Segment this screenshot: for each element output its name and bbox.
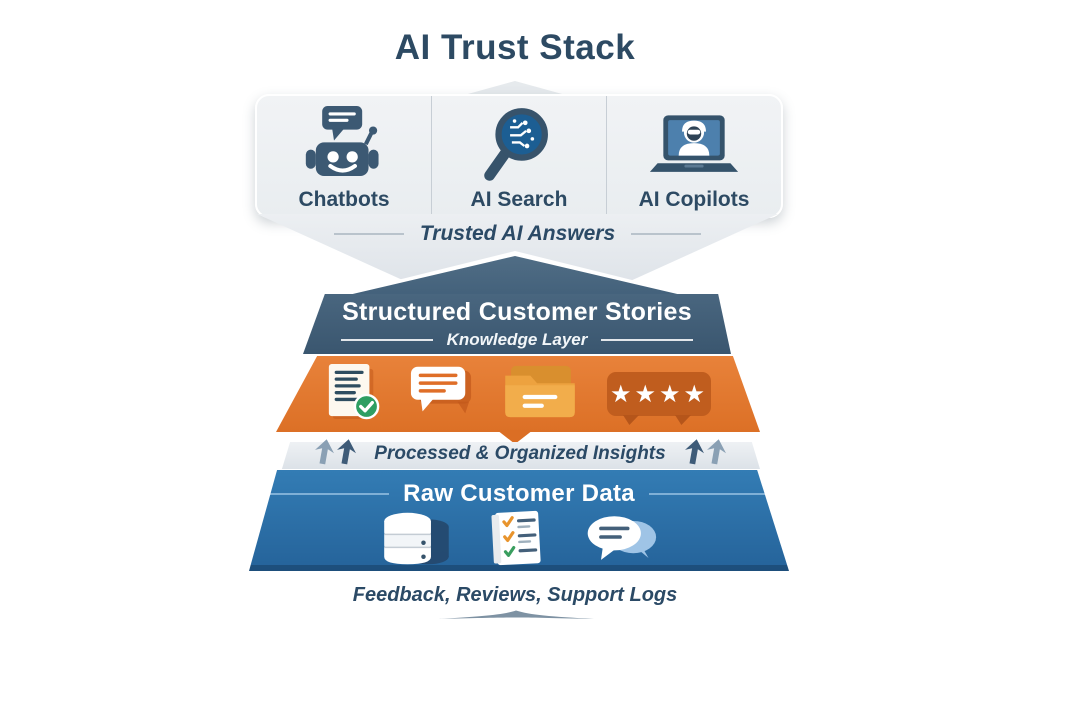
star-badge-tail bbox=[675, 415, 691, 425]
ai-copilot-icon bbox=[648, 105, 740, 187]
knowledge-band-subtitle: Knowledge Layer bbox=[446, 330, 588, 349]
panel-item-ai-search: AI Search bbox=[431, 96, 606, 216]
up-arrow-icon bbox=[315, 438, 335, 464]
blue-band-bottom-shadow bbox=[249, 565, 789, 571]
raw-band-title: Raw Customer Data bbox=[403, 480, 635, 507]
raw-band-title-row: Raw Customer Data bbox=[257, 480, 781, 508]
separator-line-right bbox=[648, 493, 781, 495]
ai-search-icon bbox=[480, 105, 558, 187]
diagram-title: AI Trust Stack bbox=[394, 28, 636, 67]
insights-strip-background bbox=[281, 442, 760, 469]
star-rating-icon: ★★★★ bbox=[607, 372, 711, 425]
data-sources-label: Feedback, Reviews, Support Logs bbox=[352, 584, 678, 606]
database-icon bbox=[380, 510, 452, 571]
checklist-icon bbox=[488, 510, 546, 571]
knowledge-subtitle-row: Knowledge Layer bbox=[340, 330, 694, 350]
up-arrow-icon bbox=[337, 438, 357, 464]
separator-line-right bbox=[631, 233, 702, 235]
organized-insights-band: ★★★★ bbox=[276, 356, 760, 432]
knowledge-layer-band: Structured Customer Stories Knowledge La… bbox=[303, 294, 731, 354]
insights-strip-label: Processed & Organized Insights bbox=[374, 443, 666, 464]
knowledge-band-title: Structured Customer Stories bbox=[342, 298, 692, 326]
folder-icon bbox=[501, 364, 579, 425]
trusted-answers-row: Trusted AI Answers bbox=[257, 222, 778, 246]
up-arrow-icon bbox=[684, 438, 704, 464]
raw-customer-data-band: Raw Customer Data bbox=[249, 470, 789, 571]
chatbots-label: Chatbots bbox=[298, 188, 390, 211]
raw-band-icons-row bbox=[380, 510, 658, 571]
trusted-answers-label: Trusted AI Answers bbox=[419, 222, 616, 245]
separator-line-left bbox=[333, 233, 404, 235]
panel-item-ai-copilots: AI Copilots bbox=[606, 96, 781, 216]
ai-applications-panel: Chatbots AI Search bbox=[255, 94, 783, 218]
separator-line-left bbox=[257, 493, 390, 495]
chatbot-robot-icon bbox=[302, 105, 386, 187]
panel-item-chatbots: Chatbots bbox=[257, 96, 431, 216]
ai-search-label: AI Search bbox=[470, 188, 568, 211]
star-rating-value: ★★★★ bbox=[609, 380, 709, 408]
chat-bubbles-icon bbox=[582, 512, 658, 571]
star-badge-tail bbox=[623, 415, 639, 425]
insights-strip: Processed & Organized Insights bbox=[280, 438, 760, 469]
separator-line-left bbox=[340, 339, 433, 341]
up-arrow-icon bbox=[706, 438, 726, 464]
verified-document-icon bbox=[325, 362, 381, 427]
footer-wave-flourish bbox=[436, 608, 596, 627]
review-speech-bubble-icon bbox=[409, 364, 473, 425]
ai-copilots-label: AI Copilots bbox=[638, 188, 750, 211]
separator-line-right bbox=[601, 339, 694, 341]
